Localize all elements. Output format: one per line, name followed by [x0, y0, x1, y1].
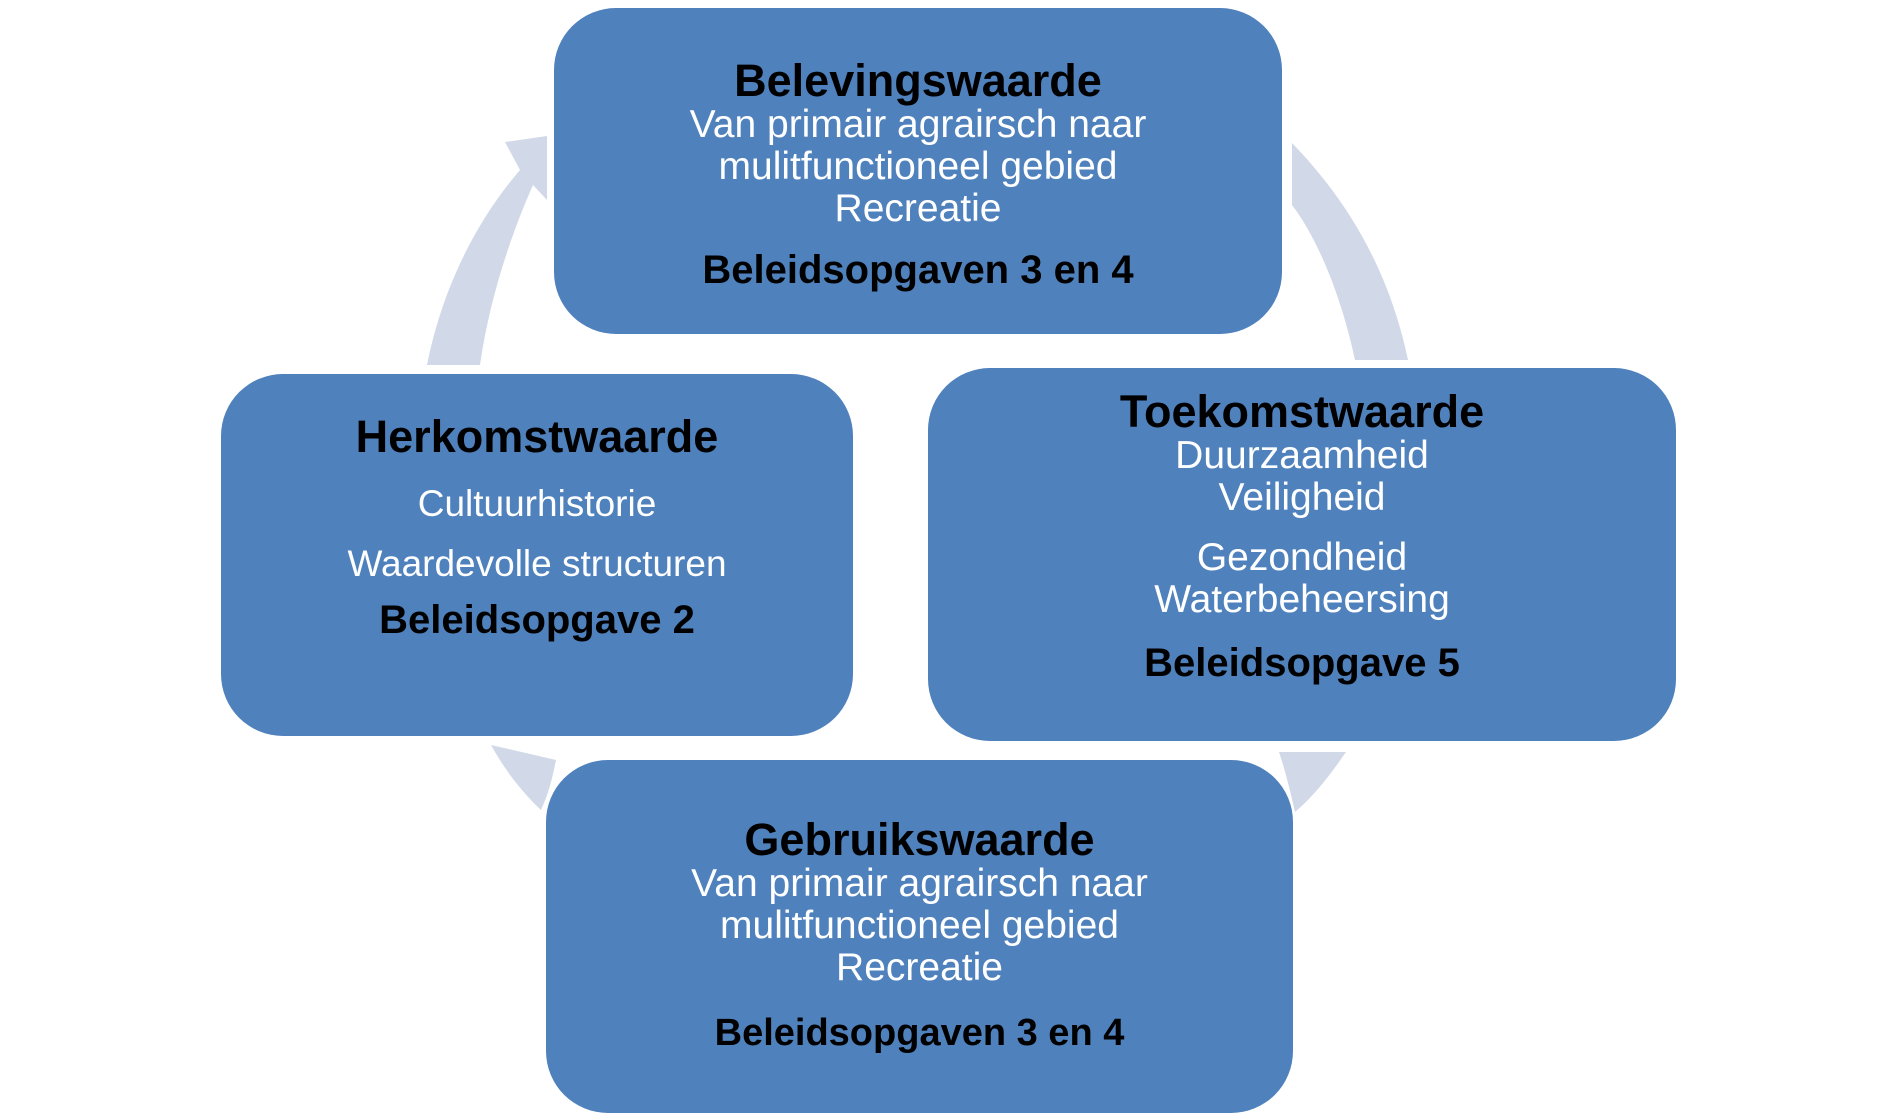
node-title: Herkomstwaarde	[355, 411, 719, 462]
node-herkomstwaarde: Herkomstwaarde Cultuurhistorie Waardevol…	[221, 374, 853, 736]
node-line: Recreatie	[836, 946, 1003, 989]
node-policy: Beleidsopgaven 3 en 4	[702, 248, 1134, 292]
node-toekomstwaarde: Toekomstwaarde Duurzaamheid Veiligheid G…	[928, 368, 1676, 741]
node-gebruikswaarde: Gebruikswaarde Van primair agrairsch naa…	[546, 760, 1293, 1113]
node-belevingswaarde: Belevingswaarde Van primair agrairsch na…	[554, 8, 1282, 334]
node-line: Waterbeheersing	[1154, 578, 1450, 621]
node-policy: Beleidsopgave 2	[379, 598, 695, 642]
arrow-bottom-left	[491, 745, 556, 810]
node-line: Gezondheid	[1196, 536, 1408, 579]
node-policy: Beleidsopgaven 3 en 4	[714, 1012, 1125, 1054]
node-title: Belevingswaarde	[734, 55, 1102, 106]
arrow-top-left	[427, 136, 547, 365]
node-line: Veiligheid	[1218, 476, 1386, 519]
node-line: Duurzaamheid	[1175, 434, 1429, 477]
arrow-top-right	[1292, 143, 1408, 360]
node-line: Van primair agrairsch naar	[689, 103, 1147, 146]
node-title: Gebruikswaarde	[744, 814, 1095, 865]
node-title: Toekomstwaarde	[1119, 386, 1485, 437]
node-line: Van primair agrairsch naar	[691, 862, 1148, 905]
node-line: mulitfunctioneel gebied	[718, 145, 1118, 188]
node-line: mulitfunctioneel gebied	[720, 904, 1119, 947]
node-line: Waardevolle structuren	[347, 543, 727, 584]
node-line: Recreatie	[834, 187, 1002, 230]
node-line: Cultuurhistorie	[417, 483, 657, 524]
node-policy: Beleidsopgave 5	[1144, 641, 1460, 685]
arrow-bottom-right	[1279, 752, 1346, 812]
